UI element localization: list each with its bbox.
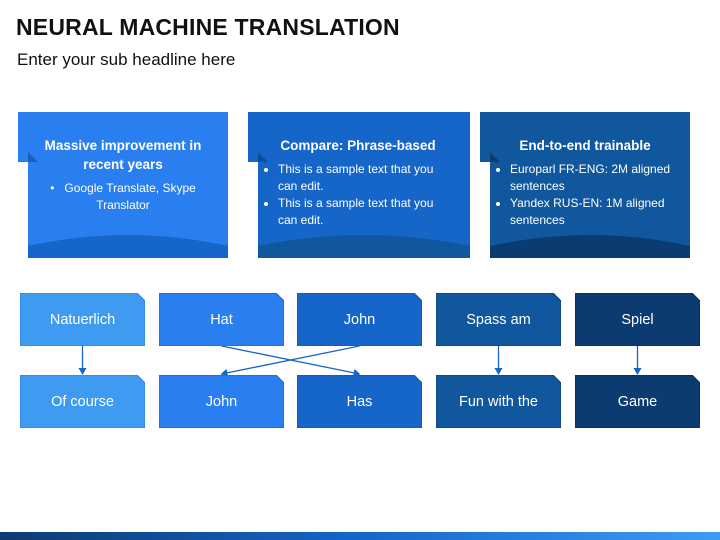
source-word-node: Natuerlich <box>20 293 145 346</box>
source-word-label: John <box>343 311 376 328</box>
page-title: NEURAL MACHINE TRANSLATION <box>16 14 400 40</box>
target-word-node: Of course <box>20 375 145 428</box>
source-word-label: Spiel <box>621 311 654 328</box>
source-word-node: Hat <box>159 293 284 346</box>
card-title: End-to-end trainable <box>519 138 651 153</box>
target-word-label: Fun with the <box>459 393 538 410</box>
source-word-node: Spiel <box>575 293 700 346</box>
card-bullet-list: Google Translate, Skype Translator <box>32 180 214 213</box>
target-word-label: Has <box>346 393 373 410</box>
source-word-node: John <box>297 293 422 346</box>
card-bullet: This is a sample text that you can edit. <box>278 195 454 228</box>
source-word-node: Spass am <box>436 293 561 346</box>
page-subtitle: Enter your sub headline here <box>17 50 236 69</box>
card-title: Massive improvement in recent years <box>44 138 202 172</box>
card-bullet: Yandex RUS-EN: 1M aligned sentences <box>510 195 676 228</box>
info-card-compare: Compare: Phrase-based This is a sample t… <box>248 112 470 258</box>
card-background <box>480 112 690 258</box>
source-word-label: Natuerlich <box>49 311 116 328</box>
card-bullet-list: Europarl FR-ENG: 2M aligned sentences Ya… <box>494 161 676 228</box>
footer-accent-bar <box>0 532 720 540</box>
target-word-node: Game <box>575 375 700 428</box>
target-word-node: John <box>159 375 284 428</box>
card-bullet-list: This is a sample text that you can edit.… <box>262 161 454 228</box>
card-title: Compare: Phrase-based <box>280 138 436 153</box>
card-bullet: Europarl FR-ENG: 2M aligned sentences <box>510 161 676 194</box>
target-word-label: John <box>205 393 238 410</box>
source-word-label: Spass am <box>466 311 531 328</box>
target-word-node: Has <box>297 375 422 428</box>
card-background <box>248 112 470 258</box>
card-bullet: Google Translate, Skype Translator <box>32 180 214 213</box>
target-word-label: Game <box>617 393 658 410</box>
card-bullet: This is a sample text that you can edit. <box>278 161 454 194</box>
info-card-improvement: Massive improvement in recent years Goog… <box>18 112 228 258</box>
info-card-trainable: End-to-end trainable Europarl FR-ENG: 2M… <box>480 112 690 258</box>
target-word-node: Fun with the <box>436 375 561 428</box>
alignment-arrow <box>220 345 360 377</box>
target-word-label: Of course <box>51 393 114 410</box>
source-word-label: Hat <box>210 311 233 328</box>
